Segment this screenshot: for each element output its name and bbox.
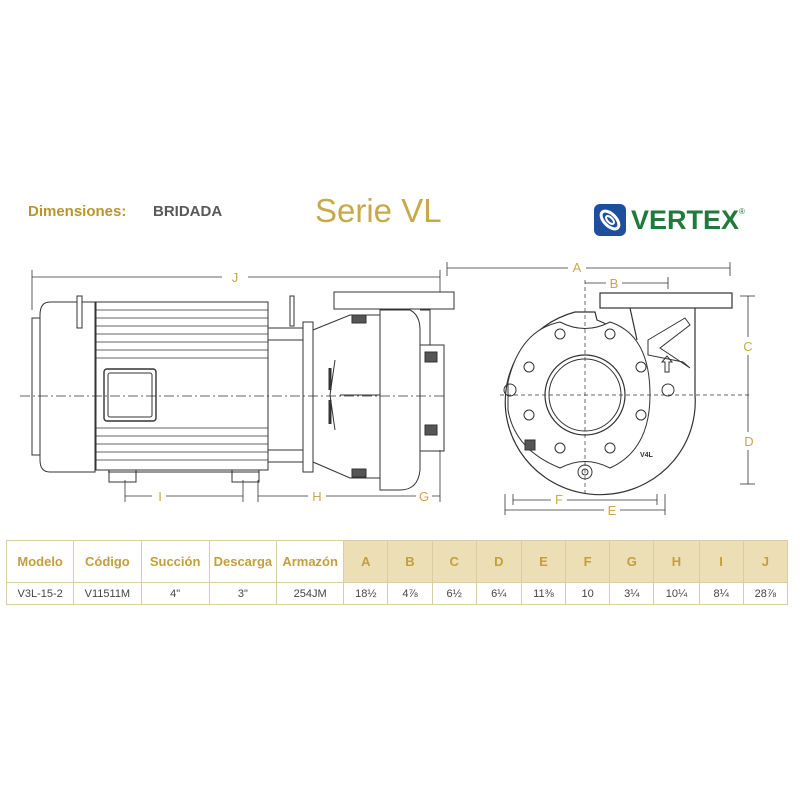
header-c: C <box>431 540 477 583</box>
header-f: F <box>565 540 611 583</box>
label-e: E <box>608 503 617 518</box>
cell-modelo: V3L-15-2 <box>5 582 75 605</box>
front-discharge-flange <box>599 292 733 309</box>
vertex-logo: VERTEX ® <box>593 203 745 237</box>
header-succion: Succión <box>140 540 210 583</box>
header-a: A <box>343 540 389 583</box>
cell-g: 3¼ <box>609 582 655 605</box>
pump-dimension-drawing: J <box>20 259 756 518</box>
header-j: J <box>742 540 789 583</box>
header-b: B <box>387 540 433 583</box>
conduit-box <box>103 368 157 422</box>
cell-codigo: V11511M <box>73 582 142 605</box>
cell-succion: 4" <box>140 582 210 605</box>
cell-descarga: 3" <box>208 582 278 605</box>
motor-body <box>95 301 269 471</box>
label-g: G <box>419 489 429 504</box>
label-f: F <box>555 492 563 507</box>
dimensions-label: Dimensiones: <box>28 203 127 220</box>
label-j: J <box>232 270 239 285</box>
header-armazon: Armazón <box>275 540 345 583</box>
label-d: D <box>744 434 753 449</box>
header-descarga: Descarga <box>208 540 278 583</box>
adapter-flange <box>302 321 314 473</box>
motor-end-cap <box>39 301 96 473</box>
label-a: A <box>573 260 582 275</box>
series-title: Serie VL <box>315 192 442 229</box>
motor-fins <box>96 309 268 461</box>
side-view: J <box>20 268 455 504</box>
header-modelo: Modelo <box>5 540 75 583</box>
header-e: E <box>520 540 567 583</box>
cell-e: 11⅜ <box>520 582 567 605</box>
cell-armazon: 254JM <box>275 582 345 605</box>
dimensions-table: Modelo Código Succión Descarga Armazón A… <box>5 540 789 605</box>
cell-b: 4⅞ <box>387 582 433 605</box>
label-i: I <box>158 489 162 504</box>
motor-foot <box>231 469 260 483</box>
cell-i: 8¼ <box>698 582 744 605</box>
discharge-flange <box>333 291 455 310</box>
header-d: D <box>475 540 522 583</box>
bracket <box>312 314 381 479</box>
header-g: G <box>609 540 655 583</box>
cell-j: 28⅞ <box>742 582 789 605</box>
cell-a: 18½ <box>343 582 389 605</box>
pump-casing <box>379 309 421 491</box>
vertex-logo-icon <box>594 204 626 236</box>
motor-foot <box>108 469 137 483</box>
cell-h: 10¼ <box>653 582 700 605</box>
header-codigo: Código <box>73 540 142 583</box>
cell-f: 10 <box>565 582 611 605</box>
label-h: H <box>312 489 321 504</box>
label-b: B <box>610 276 619 291</box>
table-row: V3L-15-2 V11511M 4" 3" 254JM 18½ 4⅞ 6½ 6… <box>5 582 789 605</box>
header-h: H <box>653 540 700 583</box>
cell-d: 6¼ <box>475 582 522 605</box>
brand-name: VERTEX <box>631 204 740 235</box>
header-i: I <box>698 540 744 583</box>
front-view: A B V4L C D <box>446 259 756 518</box>
cell-c: 6½ <box>431 582 477 605</box>
registered-mark: ® <box>739 207 745 216</box>
connection-type: BRIDADA <box>153 203 223 220</box>
casing-mark: V4L <box>640 452 654 459</box>
table-header-row: Modelo Código Succión Descarga Armazón A… <box>5 540 789 583</box>
label-c: C <box>743 339 752 354</box>
